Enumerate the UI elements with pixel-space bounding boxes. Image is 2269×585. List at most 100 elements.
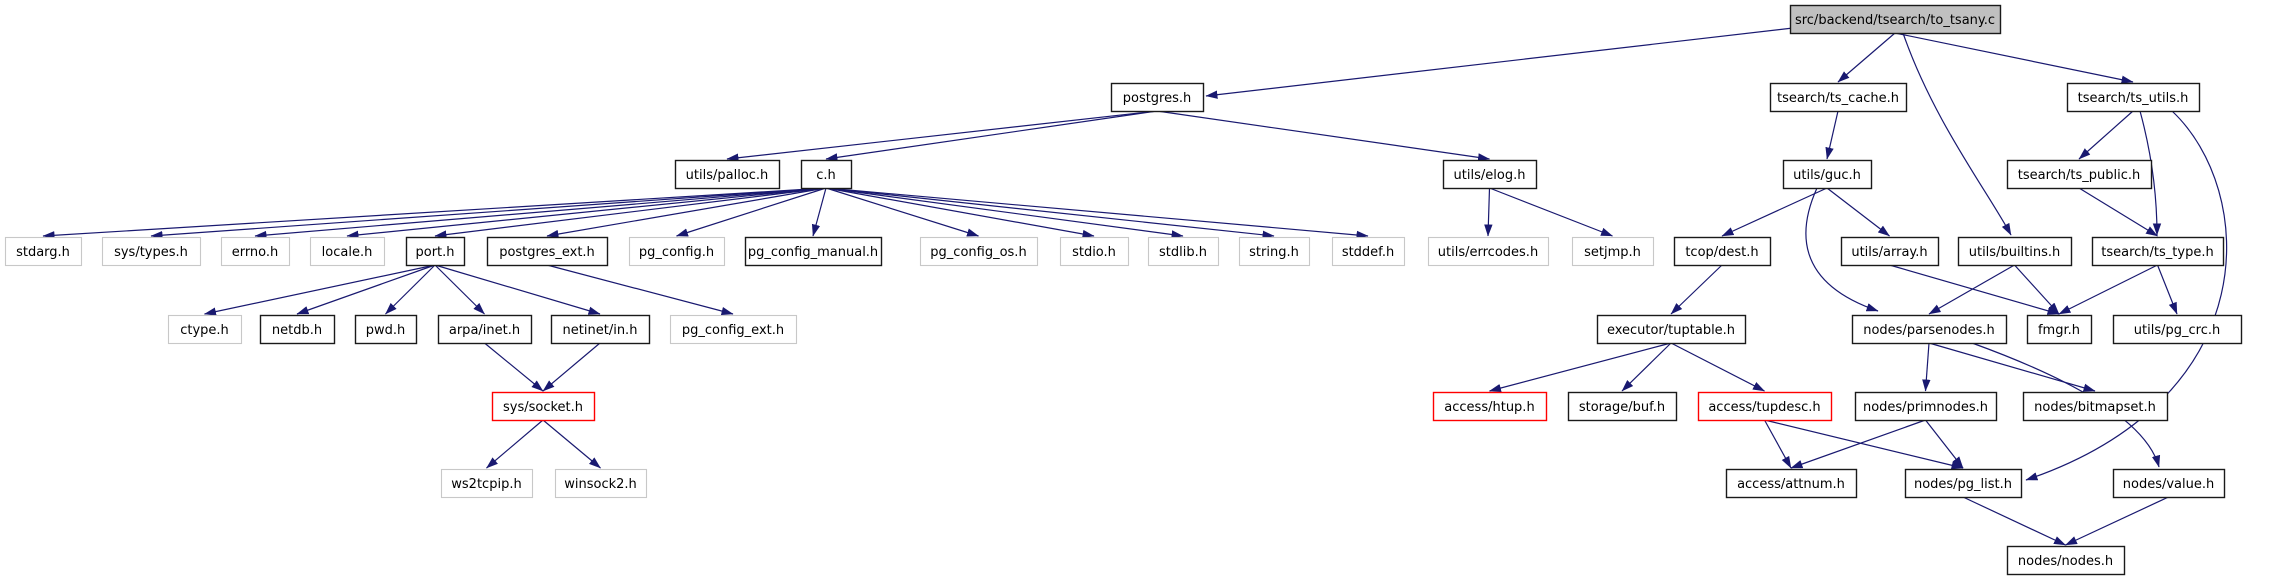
node-box-ts_utils[interactable] (2066, 82, 2201, 113)
node-label-bitmapset: nodes/bitmapset.h (2034, 400, 2156, 415)
node-buf[interactable]: storage/buf.h (1567, 391, 1678, 422)
node-box-attnum[interactable] (1725, 468, 1858, 499)
node-box-pwd[interactable] (354, 314, 418, 345)
edge-dest-to-tuptable (1670, 264, 1723, 315)
node-box-elog[interactable] (1442, 159, 1538, 190)
node-parsenodes[interactable]: nodes/parsenodes.h (1851, 314, 2008, 345)
node-bitmapset[interactable]: nodes/bitmapset.h (2022, 391, 2169, 422)
node-sys_types: sys/types.h (101, 236, 202, 267)
node-guc[interactable]: utils/guc.h (1782, 159, 1873, 190)
node-label-pg_crc: utils/pg_crc.h (2134, 323, 2220, 338)
node-postgres[interactable]: postgres.h (1110, 82, 1205, 113)
node-attnum[interactable]: access/attnum.h (1725, 468, 1858, 499)
node-box-netinet_in[interactable] (550, 314, 651, 345)
node-port[interactable]: port.h (405, 236, 466, 267)
node-box-arpa_inet[interactable] (437, 314, 533, 345)
node-box-ts_cache[interactable] (1769, 82, 1908, 113)
node-box-parsenodes[interactable] (1851, 314, 2008, 345)
node-label-stdio: stdio.h (1072, 245, 1116, 260)
node-box-builtins[interactable] (1957, 236, 2073, 267)
edge-elog-to-errcodes (1484, 187, 1493, 237)
node-pg_list[interactable]: nodes/pg_list.h (1904, 468, 2023, 499)
node-box-tuptable[interactable] (1596, 314, 1747, 345)
node-box-socket[interactable] (491, 391, 596, 422)
node-label-sys_types: sys/types.h (114, 245, 188, 260)
node-box-pg_crc[interactable] (2112, 314, 2243, 345)
node-box-netdb[interactable] (259, 314, 336, 345)
node-c_h[interactable]: c.h (800, 159, 853, 190)
node-label-errcodes: utils/errcodes.h (1438, 245, 1538, 260)
node-locale: locale.h (309, 236, 386, 267)
node-nodes_h[interactable]: nodes/nodes.h (2006, 545, 2126, 576)
node-box-nodes_h[interactable] (2006, 545, 2126, 576)
node-label-nodes_h: nodes/nodes.h (2018, 554, 2113, 569)
edge-pg_list-to-nodes_h (1962, 496, 2066, 546)
node-box-bitmapset[interactable] (2022, 391, 2169, 422)
node-box-array[interactable] (1840, 236, 1940, 267)
node-box-dest[interactable] (1673, 236, 1772, 267)
node-label-ts_type: tsearch/ts_type.h (2101, 245, 2213, 260)
edge-c_h-to-postgres_ext (546, 187, 827, 239)
node-pwd[interactable]: pwd.h (354, 314, 418, 345)
node-pg_config_manual[interactable]: pg_config_manual.h (744, 236, 883, 267)
node-tuptable[interactable]: executor/tuptable.h (1596, 314, 1747, 345)
node-box-stdarg (4, 236, 83, 267)
edge-builtins-to-fmgr (2014, 264, 2060, 315)
node-box-pg_list[interactable] (1904, 468, 2023, 499)
node-ts_utils[interactable]: tsearch/ts_utils.h (2066, 82, 2201, 113)
node-ctype: ctype.h (167, 314, 243, 345)
node-box-tupdesc[interactable] (1697, 391, 1833, 422)
edges-layer (42, 27, 2228, 546)
edge-c_h-to-stdarg (42, 187, 827, 240)
node-arpa_inet[interactable]: arpa/inet.h (437, 314, 533, 345)
edge-value-to-nodes_h (2065, 496, 2169, 546)
node-dest[interactable]: tcop/dest.h (1673, 236, 1772, 267)
node-box-postgres_ext[interactable] (486, 236, 609, 267)
node-box-buf[interactable] (1567, 391, 1678, 422)
node-tupdesc[interactable]: access/tupdesc.h (1697, 391, 1833, 422)
node-box-port[interactable] (405, 236, 466, 267)
node-box-pg_config_manual[interactable] (744, 236, 883, 267)
node-ts_public[interactable]: tsearch/ts_public.h (2006, 159, 2153, 190)
node-socket[interactable]: sys/socket.h (491, 391, 596, 422)
node-primnodes[interactable]: nodes/primnodes.h (1854, 391, 1998, 422)
edge-parsenodes-to-primnodes (1922, 342, 1931, 392)
node-elog[interactable]: utils/elog.h (1442, 159, 1538, 190)
node-box-htup[interactable] (1432, 391, 1548, 422)
node-box-postgres[interactable] (1110, 82, 1205, 113)
node-label-fmgr: fmgr.h (2038, 323, 2080, 338)
edge-parsenodes-to-bitmapset (1928, 342, 2096, 392)
edge-c_h-to-pg_config (676, 187, 827, 237)
edge-tupdesc-to-pg_list (1764, 419, 1964, 470)
edge-c_h-to-port (434, 187, 827, 239)
node-value[interactable]: nodes/value.h (2112, 468, 2226, 499)
node-builtins[interactable]: utils/builtins.h (1957, 236, 2073, 267)
node-label-ctype: ctype.h (180, 323, 229, 338)
node-box-palloc[interactable] (674, 159, 781, 190)
node-pg_crc[interactable]: utils/pg_crc.h (2112, 314, 2243, 345)
node-netdb[interactable]: netdb.h (259, 314, 336, 345)
node-box-guc[interactable] (1782, 159, 1873, 190)
node-box-c_h[interactable] (800, 159, 853, 190)
node-ts_cache[interactable]: tsearch/ts_cache.h (1769, 82, 1908, 113)
node-errno: errno.h (220, 236, 291, 267)
node-array[interactable]: utils/array.h (1840, 236, 1940, 267)
node-label-ts_public: tsearch/ts_public.h (2018, 168, 2141, 183)
node-box-ts_type[interactable] (2091, 236, 2225, 267)
node-label-setjmp: setjmp.h (1584, 245, 1641, 260)
node-box-fmgr[interactable] (2026, 314, 2093, 345)
node-box-ts_public[interactable] (2006, 159, 2153, 190)
node-label-string: string.h (1249, 245, 1299, 260)
node-fmgr[interactable]: fmgr.h (2026, 314, 2093, 345)
edge-tuptable-to-tupdesc (1670, 342, 1765, 392)
node-box-stdio (1059, 236, 1130, 267)
node-ts_type[interactable]: tsearch/ts_type.h (2091, 236, 2225, 267)
node-netinet_in[interactable]: netinet/in.h (550, 314, 651, 345)
node-palloc[interactable]: utils/palloc.h (674, 159, 781, 190)
node-box-primnodes[interactable] (1854, 391, 1998, 422)
node-box-value[interactable] (2112, 468, 2226, 499)
node-postgres_ext[interactable]: postgres_ext.h (486, 236, 609, 267)
node-htup[interactable]: access/htup.h (1432, 391, 1548, 422)
edge-c_h-to-sys_types (150, 187, 827, 240)
edge-postgres_ext-to-pg_config_ext (546, 264, 734, 316)
